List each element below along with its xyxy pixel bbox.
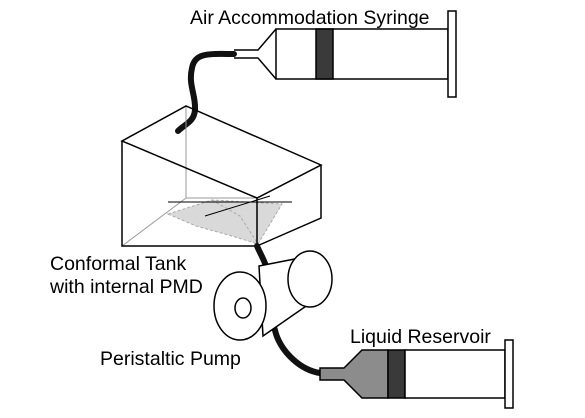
label-internal-pmd: with internal PMD bbox=[49, 276, 203, 298]
reservoir-plunger-seal bbox=[387, 349, 406, 399]
air-syringe-tip bbox=[234, 28, 277, 80]
air-syringe-plunger-seal bbox=[315, 28, 334, 80]
liquid-reservoir-syringe bbox=[319, 339, 514, 409]
internal-pmd bbox=[166, 195, 292, 245]
reservoir-tip bbox=[319, 349, 389, 399]
peristaltic-pump bbox=[213, 250, 333, 341]
air-syringe-barrel bbox=[275, 28, 449, 80]
conformal-tank bbox=[120, 105, 323, 247]
tank-outline bbox=[120, 105, 323, 247]
pump-hub bbox=[234, 297, 252, 319]
air-syringe-flange bbox=[447, 10, 457, 98]
air-tubing bbox=[175, 50, 237, 134]
label-liquid-reservoir: Liquid Reservoir bbox=[350, 326, 491, 348]
pump-back-face bbox=[287, 250, 333, 308]
tank-hidden-edges bbox=[121, 106, 258, 247]
label-conformal-tank: Conformal Tank bbox=[50, 253, 186, 275]
label-peristaltic-pump: Peristaltic Pump bbox=[100, 348, 241, 370]
reservoir-flange bbox=[504, 339, 514, 409]
air-accommodation-syringe bbox=[234, 10, 457, 98]
label-air-accommodation-syringe: Air Accommodation Syringe bbox=[190, 7, 430, 29]
reservoir-barrel bbox=[404, 349, 506, 399]
